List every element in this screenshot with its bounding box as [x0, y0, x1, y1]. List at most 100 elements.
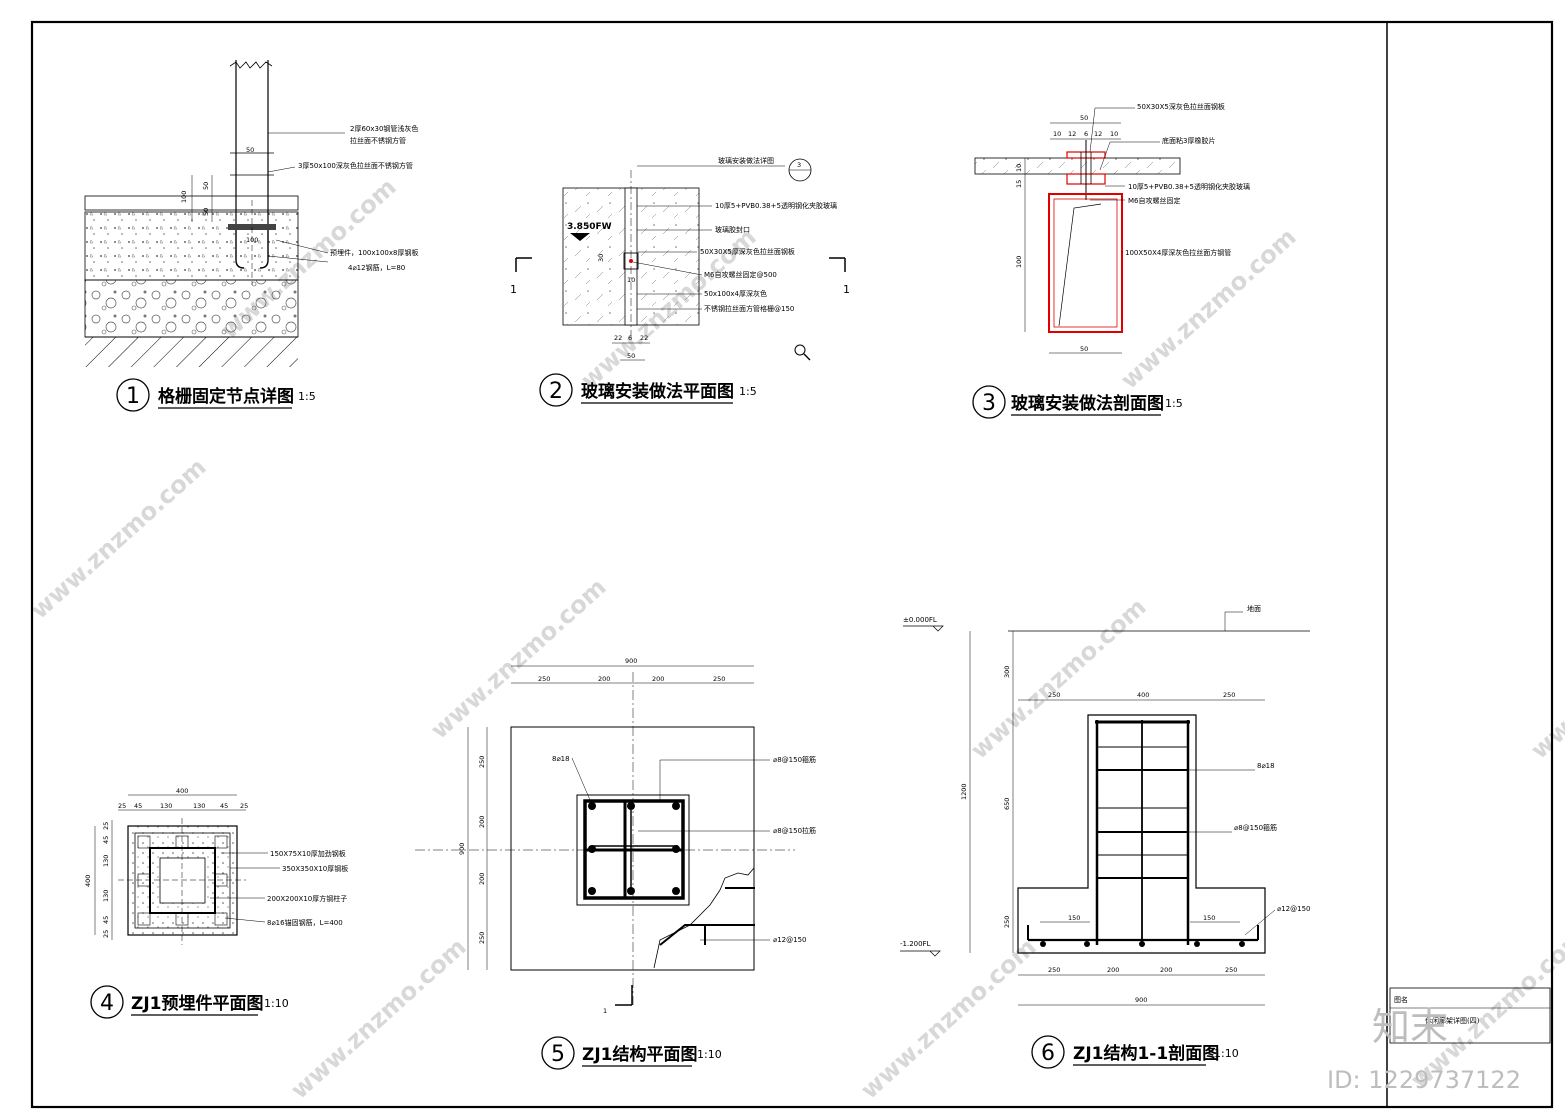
- view-scale: 1:5: [739, 385, 757, 398]
- note: 8⌀18: [1257, 762, 1275, 770]
- dim: 400: [1137, 691, 1149, 699]
- note: ⌀12@150: [1277, 905, 1310, 913]
- note: 4⌀12钢筋，L=80: [348, 263, 405, 272]
- dim: 100: [1015, 256, 1023, 268]
- note: 10厚5+PVB0.38+5透明钢化夹胶玻璃: [1128, 182, 1250, 191]
- view-6-structure-section: 地面 ±0.000FL -1.200FL 150 150 250 400 250…: [900, 604, 1310, 1006]
- dim: 900: [458, 843, 466, 855]
- view-title: ZJ1结构1-1剖面图: [1073, 1043, 1219, 1064]
- title-block-box: [1389, 987, 1551, 1044]
- id-label: ID: 1229737122: [1327, 1066, 1521, 1094]
- dim: 22: [614, 334, 622, 342]
- view-number: 4: [100, 991, 114, 1016]
- dim: 50: [202, 208, 210, 216]
- dim: 130: [102, 855, 110, 867]
- level-mark: 3.850FW: [567, 222, 612, 232]
- view-scale: 1:5: [298, 390, 316, 403]
- dim: 100: [180, 191, 188, 203]
- note: 50X30X5深灰色拉丝面钢板: [1137, 102, 1225, 111]
- watermark: www.znzmo.com: [1525, 593, 1565, 765]
- dim: 250: [1225, 966, 1237, 974]
- view-number: 5: [551, 1042, 565, 1067]
- note: M6自攻螺丝固定: [1128, 196, 1181, 205]
- view-4-embedded-part-plan: 400 25 45 130 130 45 25 400 25 45 130 13…: [84, 787, 348, 945]
- dim: 45: [134, 802, 142, 810]
- view-scale: 1:10: [264, 997, 289, 1010]
- note: 50x100x4厚深灰色: [704, 289, 767, 298]
- dim: 300: [1003, 666, 1011, 678]
- watermark: www.znzmo.com: [285, 933, 471, 1105]
- dim: 200: [478, 873, 486, 885]
- dim: 130: [160, 802, 172, 810]
- watermark: www.znzmo.com: [25, 453, 211, 625]
- dim: 30: [597, 254, 605, 262]
- note: 150X75X10厚加劲钢板: [270, 849, 346, 858]
- logo-watermark: 知末: [1372, 1005, 1448, 1049]
- dim: 6: [1084, 130, 1088, 138]
- view-3-glass-section: 50 10 12 6 12 10 50X30X5深灰色拉丝面钢板 底面粘3厚橡胶…: [974, 102, 1250, 354]
- note: 10厚5+PVB0.38+5透明钢化夹胶玻璃: [715, 201, 837, 210]
- dim: 250: [713, 675, 725, 683]
- note: M6自攻螺丝固定@500: [704, 270, 777, 279]
- note: 50X30X5厚深灰色拉丝面钢板: [700, 247, 795, 256]
- magnifier-icon: [794, 344, 806, 356]
- view-1-grating-fixing-detail: 2厚60x30钢管浅灰色 拉丝面不锈钢方管 3厚50x100深灰色拉丝面不锈钢方…: [84, 60, 418, 367]
- dim: 250: [478, 932, 486, 944]
- dim: 250: [538, 675, 550, 683]
- note: 100X50X4厚深灰色拉丝面方钢管: [1125, 248, 1231, 257]
- dim: 50: [1080, 345, 1088, 353]
- dim: 10: [1015, 164, 1023, 172]
- dim: 250: [1223, 691, 1235, 699]
- detail-ref-label: 玻璃安装做法详图: [718, 156, 774, 165]
- dim: 12: [1094, 130, 1102, 138]
- view-4-title: 4 ZJ1预埋件平面图 1:10: [90, 985, 289, 1019]
- dim: 45: [102, 916, 110, 924]
- dim: 12: [1068, 130, 1076, 138]
- dim: 200: [652, 675, 664, 683]
- view-6-title: 6 ZJ1结构1-1剖面图 1:10: [1031, 1035, 1239, 1069]
- note: ⌀8@150箍筋: [1234, 823, 1277, 832]
- note: 8⌀18: [552, 755, 570, 763]
- view-scale: 1:10: [697, 1048, 722, 1061]
- dim: 6: [628, 334, 632, 342]
- note: 拉丝面不锈钢方管: [350, 136, 406, 145]
- view-number: 6: [1041, 1041, 1055, 1066]
- note: 预埋件，100x100x8厚钢板: [330, 248, 418, 257]
- view-scale: 1:10: [1214, 1047, 1239, 1060]
- dim: 25: [102, 930, 110, 938]
- dim: 200: [1160, 966, 1172, 974]
- note: 200X200X10厚方钢柱子: [267, 894, 347, 903]
- section-mark: 1: [603, 1007, 607, 1015]
- watermark: www.znzmo.com: [965, 593, 1151, 765]
- dim: 250: [1003, 916, 1011, 928]
- dim: 200: [598, 675, 610, 683]
- dim: 50: [202, 182, 210, 190]
- dim: 10: [627, 276, 635, 284]
- note: 2厚60x30钢管浅灰色: [350, 124, 418, 133]
- sheet-border: [30, 20, 1554, 1109]
- watermark: www.znzmo.com: [855, 933, 1041, 1105]
- note: 3厚50x100深灰色拉丝面不锈钢方管: [298, 161, 413, 170]
- dim: 900: [625, 657, 637, 665]
- dim: 15: [1015, 180, 1023, 188]
- section-mark: 1: [843, 283, 850, 296]
- note: 玻璃胶封口: [715, 225, 750, 234]
- view-number-circle: [541, 1036, 575, 1070]
- view-number: 2: [549, 379, 563, 404]
- view-number: 3: [982, 391, 996, 416]
- dim: 25: [102, 822, 110, 830]
- dim: 200: [478, 816, 486, 828]
- view-number-circle: [1031, 1035, 1065, 1069]
- note: ⌀12@150: [773, 936, 806, 944]
- view-title: ZJ1预埋件平面图: [131, 993, 263, 1014]
- view-number: 1: [126, 384, 140, 409]
- dim: 130: [102, 890, 110, 902]
- dim: 150: [1203, 914, 1215, 922]
- note: 8⌀16锚固钢筋，L=400: [267, 918, 343, 927]
- note: 350X350X10厚钢板: [282, 864, 348, 873]
- note: ⌀8@150箍筋: [773, 755, 816, 764]
- view-3-title: 3 玻璃安装做法剖面图 1:5: [972, 385, 1183, 419]
- dim: 130: [193, 802, 205, 810]
- level-top: ±0.000FL: [903, 616, 937, 624]
